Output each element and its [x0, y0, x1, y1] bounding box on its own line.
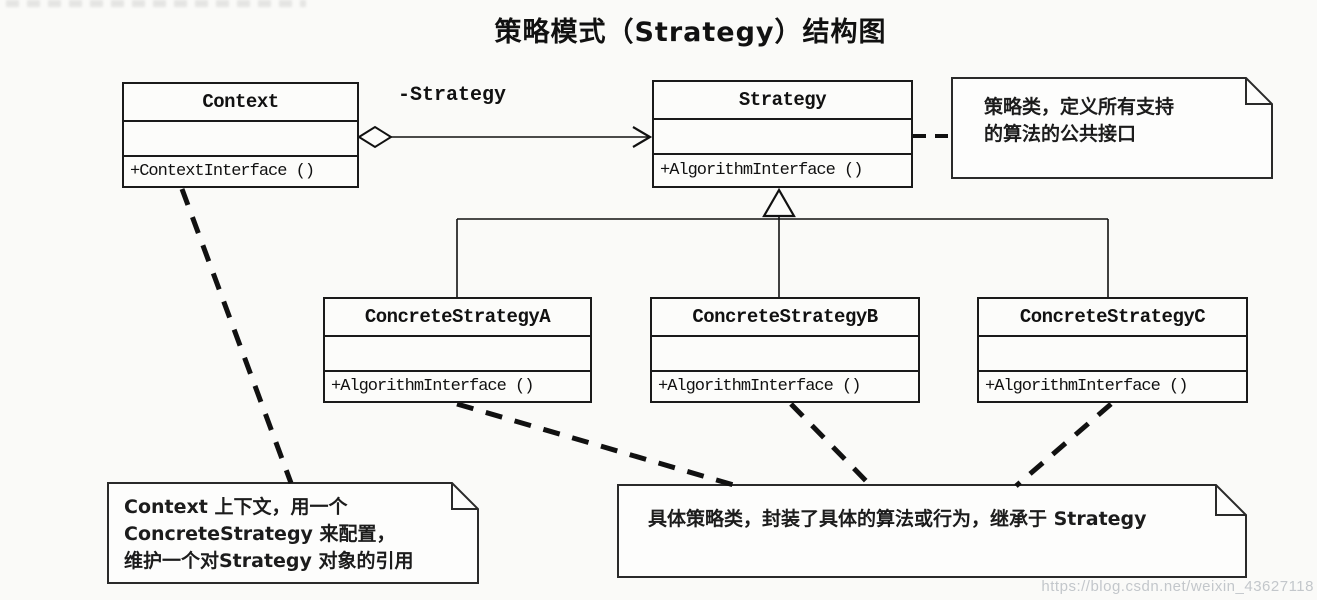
- note-text-context: Context 上下文，用一个 ConcreteStrategy 来配置， 维护…: [124, 494, 414, 575]
- note-line: 策略类，定义所有支持: [984, 96, 1175, 118]
- note-line: 的算法的公共接口: [984, 123, 1137, 145]
- class-method: +AlgorithmInterface (): [331, 377, 534, 396]
- class-box-concrete-strategy-c: ConcreteStrategyC +AlgorithmInterface (): [977, 297, 1248, 403]
- class-attributes-compartment: [654, 120, 911, 155]
- scan-artifact: [6, 0, 306, 7]
- class-method: +ContextInterface (): [130, 162, 315, 181]
- class-method: +AlgorithmInterface (): [985, 377, 1188, 396]
- class-box-strategy: Strategy +AlgorithmInterface (): [652, 80, 913, 188]
- note-link-concrete-c: [1014, 402, 1113, 488]
- class-box-concrete-strategy-b: ConcreteStrategyB +AlgorithmInterface (): [650, 297, 920, 403]
- class-method: +AlgorithmInterface (): [658, 377, 861, 396]
- class-name: ConcreteStrategyA: [325, 299, 590, 337]
- note-link-concrete-b: [789, 402, 873, 488]
- class-name: Context: [124, 84, 357, 122]
- diagram-title: 策略模式（Strategy）结构图: [494, 17, 887, 48]
- note-line: Context 上下文，用一个: [124, 496, 348, 518]
- class-attributes-compartment: [325, 337, 590, 372]
- note-line: 维护一个对Strategy 对象的引用: [124, 550, 414, 572]
- note-link-concrete-a: [456, 401, 738, 489]
- note-fold-icon: [451, 483, 478, 510]
- note-link-context: [179, 188, 294, 484]
- class-name: Strategy: [654, 82, 911, 120]
- class-attributes-compartment: [979, 337, 1246, 372]
- class-name: ConcreteStrategyC: [979, 299, 1246, 337]
- note-fold-icon: [1215, 485, 1246, 516]
- note-fold-icon: [1245, 78, 1272, 105]
- class-method: +AlgorithmInterface (): [660, 161, 863, 180]
- class-name: ConcreteStrategyB: [652, 299, 918, 337]
- watermark: https://blog.csdn.net/weixin_43627118: [1041, 578, 1314, 595]
- note-line: ConcreteStrategy 来配置，: [124, 523, 396, 545]
- inheritance-triangle-icon: [762, 187, 796, 218]
- class-attributes-compartment: [652, 337, 918, 372]
- class-box-concrete-strategy-a: ConcreteStrategyA +AlgorithmInterface (): [323, 297, 592, 403]
- aggregation-diamond-icon: [357, 125, 393, 149]
- note-line: 具体策略类，封装了具体的算法或行为，继承于 Strategy: [648, 508, 1147, 530]
- open-arrowhead-icon: [632, 126, 653, 148]
- class-box-context: Context +ContextInterface (): [122, 82, 359, 188]
- note-text-concrete: 具体策略类，封装了具体的算法或行为，继承于 Strategy: [648, 506, 1147, 533]
- association-role-label: -Strategy: [398, 84, 507, 107]
- class-attributes-compartment: [124, 122, 357, 157]
- note-text-strategy: 策略类，定义所有支持 的算法的公共接口: [984, 94, 1174, 148]
